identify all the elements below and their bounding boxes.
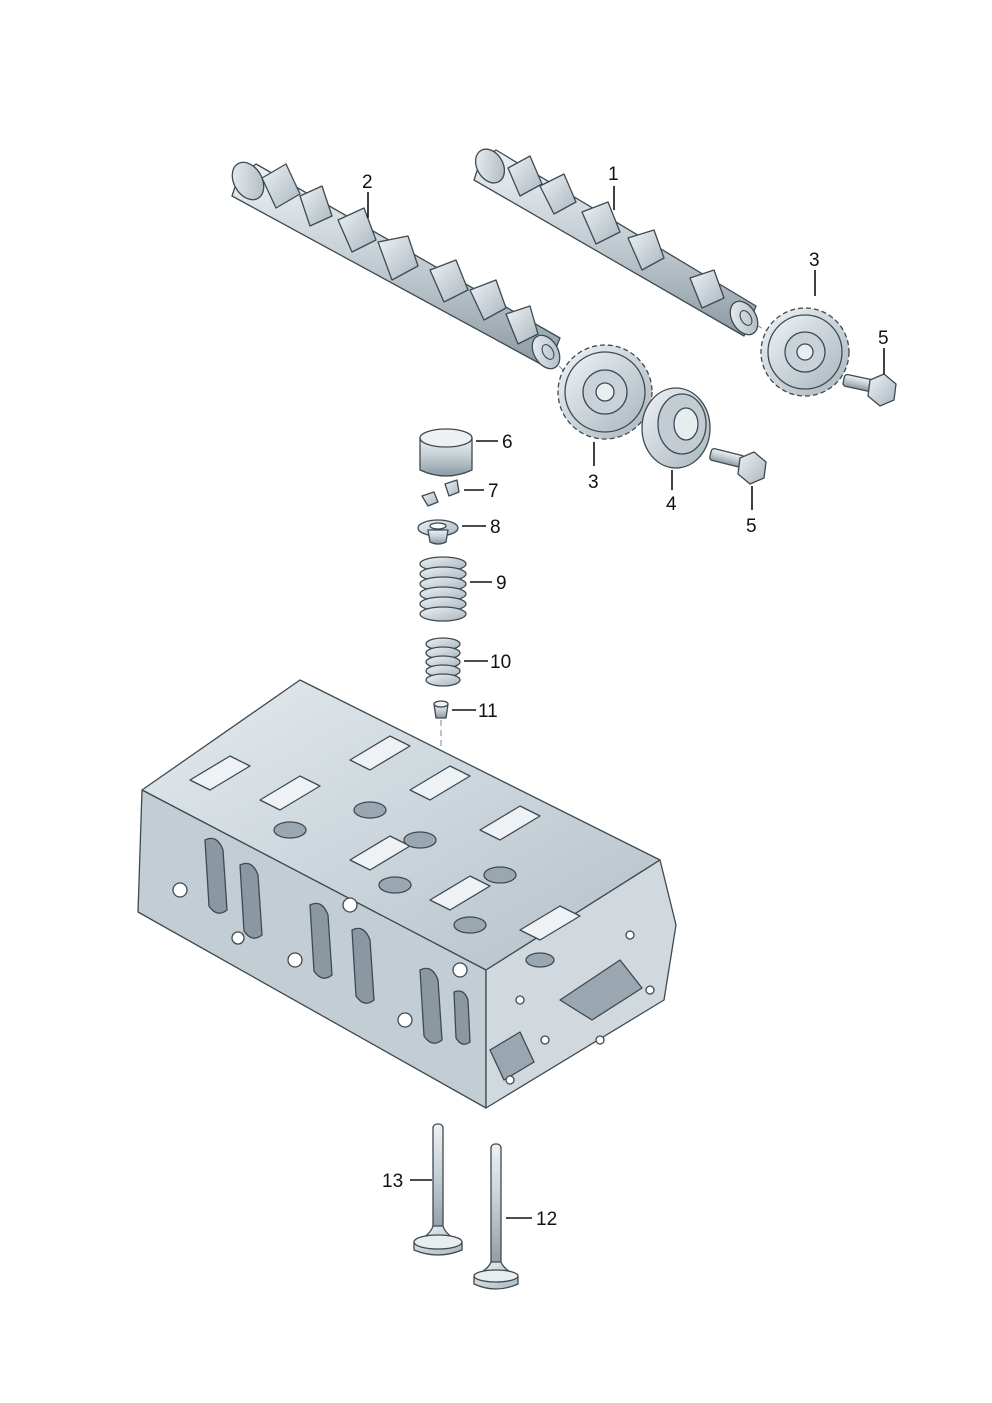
- callout-9: 9: [496, 573, 507, 594]
- callout-3-upper: 3: [809, 250, 820, 271]
- callout-11: 11: [478, 701, 498, 722]
- intake-valve-13: [413, 1123, 463, 1256]
- valve-cotters-7: [421, 479, 460, 507]
- callout-2: 2: [362, 172, 373, 193]
- callout-1: 1: [608, 164, 619, 185]
- hub-4: [641, 387, 711, 469]
- callout-10: 10: [490, 652, 511, 673]
- callout-13: 13: [382, 1171, 403, 1192]
- exhaust-valve-12: [473, 1143, 519, 1290]
- callout-4: 4: [666, 494, 677, 515]
- camshaft-2: [231, 161, 586, 393]
- callout-5-upper: 5: [878, 328, 889, 349]
- callout-3-lower: 3: [588, 472, 599, 493]
- camshaft-1: [473, 148, 791, 346]
- sprocket-3-lower: [557, 344, 653, 440]
- callout-labels: 1 2 3 3 4 5 5 6 7 8 9 10 11 12 13: [362, 164, 889, 1230]
- bolt-5-lower: [709, 447, 767, 485]
- spring-retainer-8: [417, 519, 459, 545]
- callout-6: 6: [502, 432, 513, 453]
- bucket-tappet-6: [419, 428, 473, 477]
- leader-lines: [367, 186, 885, 1219]
- callout-7: 7: [488, 481, 499, 502]
- callout-8: 8: [490, 517, 501, 538]
- valve-stem-seal-11: [433, 700, 449, 719]
- callout-12: 12: [536, 1209, 557, 1230]
- outer-valve-spring-9: [419, 556, 467, 622]
- bolt-5-upper: [842, 373, 897, 407]
- inner-valve-spring-10: [425, 637, 461, 687]
- sprocket-3-upper: [760, 307, 850, 397]
- cylinder-head: [137, 679, 677, 1109]
- callout-5-lower: 5: [746, 516, 757, 537]
